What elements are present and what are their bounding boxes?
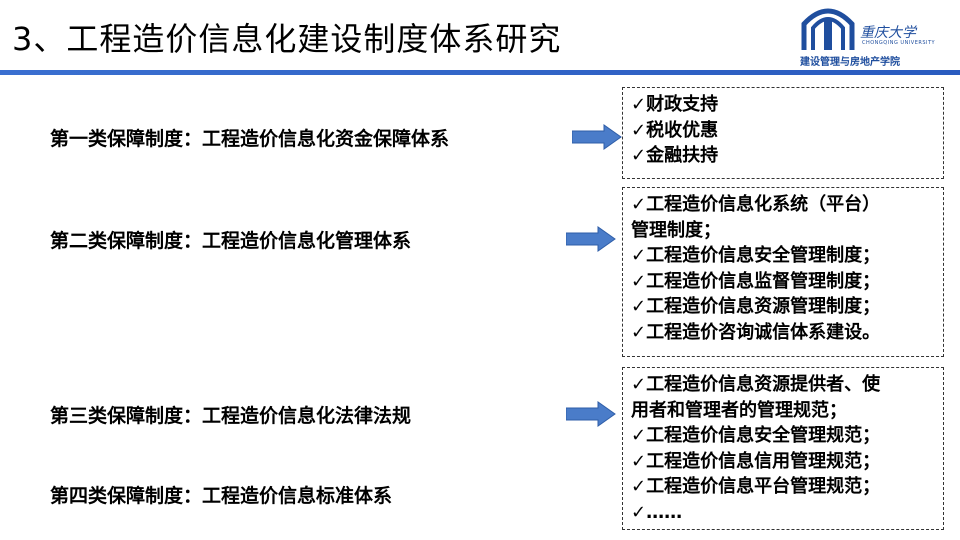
box-item: ✓…… <box>631 501 683 523</box>
box-item: ✓工程造价信息监督管理制度； <box>631 270 881 292</box>
logo-name-en: CHONGQING UNIVERSITY <box>862 40 936 46</box>
box-item: ✓工程造价信息信用管理规范； <box>631 450 881 472</box>
box-item: ✓工程造价信息平台管理规范； <box>631 476 881 497</box>
category-1: 第一类保障制度：工程造价信息化资金保障体系 <box>50 128 450 150</box>
university-logo: 重庆大学 CHONGQING UNIVERSITY 建设管理与房地产学院 <box>800 4 950 68</box>
box-regulations: ✓工程造价信息资源提供者、使 用者和管理者的管理规范； ✓工程造价信息安全管理规… <box>622 367 944 530</box>
box-item: ✓工程造价咨询诚信体系建设。 <box>631 321 881 343</box>
box-item: ✓工程造价信息资源提供者、使 <box>631 374 881 395</box>
box-item: 用者和管理者的管理规范； <box>631 399 847 421</box>
slide-title: 3、工程造价信息化建设制度体系研究 <box>12 20 562 58</box>
arrow-right-icon <box>566 226 616 252</box>
box-item: ✓工程造价信息化系统（平台） <box>631 194 881 215</box>
box-item: ✓工程造价信息安全管理规范； <box>631 425 881 446</box>
box-item: ✓金融扶持 <box>631 145 719 166</box>
university-gate-icon <box>801 8 855 50</box>
category-3: 第三类保障制度：工程造价信息化法律法规 <box>50 405 412 427</box>
box-item: ✓税收优惠 <box>631 119 719 141</box>
box-item: ✓工程造价信息资源管理制度； <box>631 296 881 317</box>
title-underline <box>0 70 960 75</box>
arrow-right-icon <box>572 124 622 150</box>
category-4: 第四类保障制度：工程造价信息标准体系 <box>50 485 393 507</box>
box-management: ✓工程造价信息化系统（平台） 管理制度； ✓工程造价信息安全管理制度； ✓工程造… <box>622 187 944 357</box>
box-item: 管理制度； <box>631 219 721 241</box>
logo-name-cn: 重庆大学 <box>860 25 916 41</box>
box-item: ✓工程造价信息安全管理制度； <box>631 245 881 266</box>
box-funding: ✓财政支持 ✓税收优惠 ✓金融扶持 <box>622 87 944 179</box>
arrow-right-icon <box>566 401 616 427</box>
logo-school-name: 建设管理与房地产学院 <box>800 57 900 68</box>
box-item: ✓财政支持 <box>631 94 719 115</box>
category-2: 第二类保障制度：工程造价信息化管理体系 <box>50 230 412 252</box>
